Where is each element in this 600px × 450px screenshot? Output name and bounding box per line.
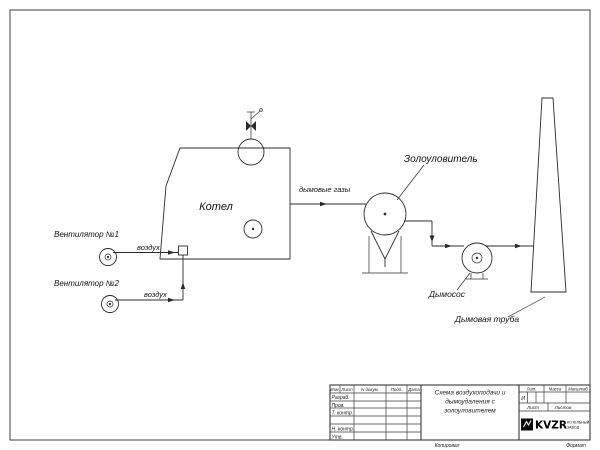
ash-catcher-symbol: [362, 164, 425, 274]
tb-logo-sub1: КОТЕЛЬНЫЙ: [567, 420, 590, 425]
fan2-label: Вентилятор №2: [54, 279, 119, 288]
chimney-label: Дымовая труба: [454, 314, 519, 324]
kvzr-logo-icon: [521, 418, 533, 431]
tb-col-podp: Подп.: [391, 387, 403, 392]
flue-gas-label: дымовые газы: [299, 185, 351, 194]
safety-valve-icon: [246, 108, 263, 139]
flue-gas-duct: [290, 201, 366, 207]
ash-catcher-label: Золоуловитель: [404, 154, 478, 165]
cyclone-to-exhauster-duct: [404, 220, 464, 249]
fan1-label: Вентилятор №1: [54, 230, 119, 239]
tb-doc-title-line3: золоуловителем: [443, 408, 496, 415]
tb-row-tkontr: Т. контр.: [332, 410, 354, 416]
air-label-1: воздух: [137, 243, 160, 252]
tb-mass-label: Масса: [549, 387, 562, 392]
title-block: Изм. Лист N докум. Подп. Дата Разраб. Пр…: [329, 384, 591, 441]
tb-lit-value: И: [521, 396, 525, 402]
tb-sheet-label: Лист: [526, 405, 539, 410]
tb-sheets-label: Листов: [554, 405, 572, 410]
tb-col-izm: Изм.: [330, 387, 339, 392]
smoke-exhauster-symbol: [456, 242, 493, 291]
tb-lit-label: Лит.: [526, 387, 537, 392]
fan-1-symbol: [99, 248, 179, 266]
air-duct-riser: [178, 245, 188, 300]
format-label: Формат: [566, 443, 586, 449]
air-label-2: воздух: [144, 290, 167, 299]
tb-row-prov: Пров.: [332, 403, 345, 409]
tb-col-data: Дата: [407, 387, 420, 392]
tb-col-ndoc: N докум.: [361, 387, 379, 392]
smoke-exhauster-label: Дымосос: [428, 289, 466, 299]
tb-col-list: Лист: [340, 387, 353, 392]
tb-row-nkontr: Н. контр.: [332, 426, 355, 432]
chimney-symbol: [507, 97, 567, 318]
tb-scale-label: Масштаб: [568, 387, 588, 392]
exhauster-to-chimney-duct: [486, 243, 534, 249]
kvzr-logo: KVZR КОТЕЛЬНЫЙ ЗАВОД: [521, 418, 590, 432]
boiler-symbol: [159, 108, 291, 260]
tb-doc-title-line1: Схема воздухоподачи и: [435, 389, 506, 397]
tb-row-razrab: Разраб.: [332, 395, 350, 401]
drawing-frame: [9, 9, 591, 441]
tb-row-utv: Утв.: [332, 434, 343, 440]
tb-logo-sub2: ЗАВОД: [567, 425, 579, 429]
copied-label: Копировал: [435, 443, 460, 449]
boiler-label: Котел: [199, 201, 233, 213]
tb-logo-text: KVZR: [535, 420, 567, 432]
tb-doc-title-line2: дымоудаления с: [445, 398, 495, 406]
fan-2-symbol: [101, 295, 183, 313]
